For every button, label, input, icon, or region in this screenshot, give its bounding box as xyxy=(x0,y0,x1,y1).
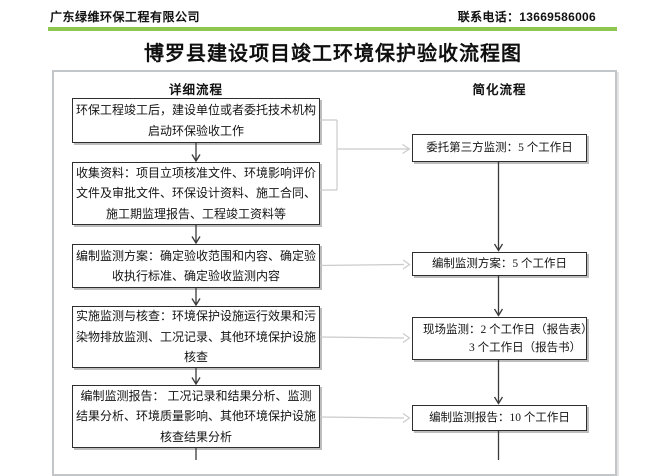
flow-step-label: 委托第三方监测：5 个工作日 xyxy=(426,142,573,154)
flow-step-label: 编制监测报告：10 个工作日 xyxy=(429,412,570,424)
flow-step-label: 编制监测方案：5 个工作日 xyxy=(431,258,568,270)
flow-step-simplified-4: 编制监测报告：10 个工作日 xyxy=(412,405,587,431)
flow-step-label: 3 个工作日（报告书） xyxy=(469,341,582,354)
page-title: 博罗县建设项目竣工环境保护验收流程图 xyxy=(144,43,522,65)
flow-step-label: 收集资料：项目立项核准文件、环境影响评价文件及审批文件、环保设计资料、施工合同、… xyxy=(75,165,316,221)
contact-phone: 联系电话：13669586006 xyxy=(457,10,596,24)
page: { "header": { "company": "广东绿维环保工程有限公司",… xyxy=(48,10,617,476)
flow-step-simplified-3: 现场监测：2 个工作日（报告表） 3 个工作日（报告书） xyxy=(412,317,593,360)
flow-step-detailed-4: 实施监测与核查：环境保护设施运行效果和污染物排放监测、工况记录、其他环境保护设施… xyxy=(72,306,320,368)
flow-step-detailed-3: 编制监测方案：确定验收范围和内容、确定验收执行标准、确定验收监测内容 xyxy=(72,244,320,288)
simplified-column-heading: 简化流程 xyxy=(472,83,527,97)
flow-step-simplified-1: 委托第三方监测：5 个工作日 xyxy=(412,134,587,162)
flow-step-label: 实施监测与核查：环境保护设施运行效果和污染物排放监测、工况记录、其他环境保护设施… xyxy=(75,309,316,365)
flow-step-detailed-1: 环保工程竣工后，建设单位或者委托技术机构启动环保验收工作 xyxy=(72,98,320,143)
flow-step-label: 现场监测：2 个工作日（报告表） xyxy=(423,323,593,336)
flow-step-label: 编制监测报告： 工况记录和结果分析、监测结果分析、环境质量影响、其他环境保护设施… xyxy=(75,388,316,444)
accent-bar xyxy=(48,27,617,31)
flow-step-label: 环保工程竣工后，建设单位或者委托技术机构启动环保验收工作 xyxy=(75,103,316,138)
flow-step-simplified-2: 编制监测方案：5 个工作日 xyxy=(412,252,587,276)
company-name: 广东绿维环保工程有限公司 xyxy=(50,10,201,24)
flow-step-label: 编制监测方案：确定验收范围和内容、确定验收执行标准、确定验收监测内容 xyxy=(75,248,316,284)
flow-step-detailed-5: 编制监测报告： 工况记录和结果分析、监测结果分析、环境质量影响、其他环境保护设施… xyxy=(72,385,320,448)
flow-step-detailed-2: 收集资料：项目立项核准文件、环境影响评价文件及审批文件、环保设计资料、施工合同、… xyxy=(72,162,320,225)
detailed-column-heading: 详细流程 xyxy=(168,83,223,97)
